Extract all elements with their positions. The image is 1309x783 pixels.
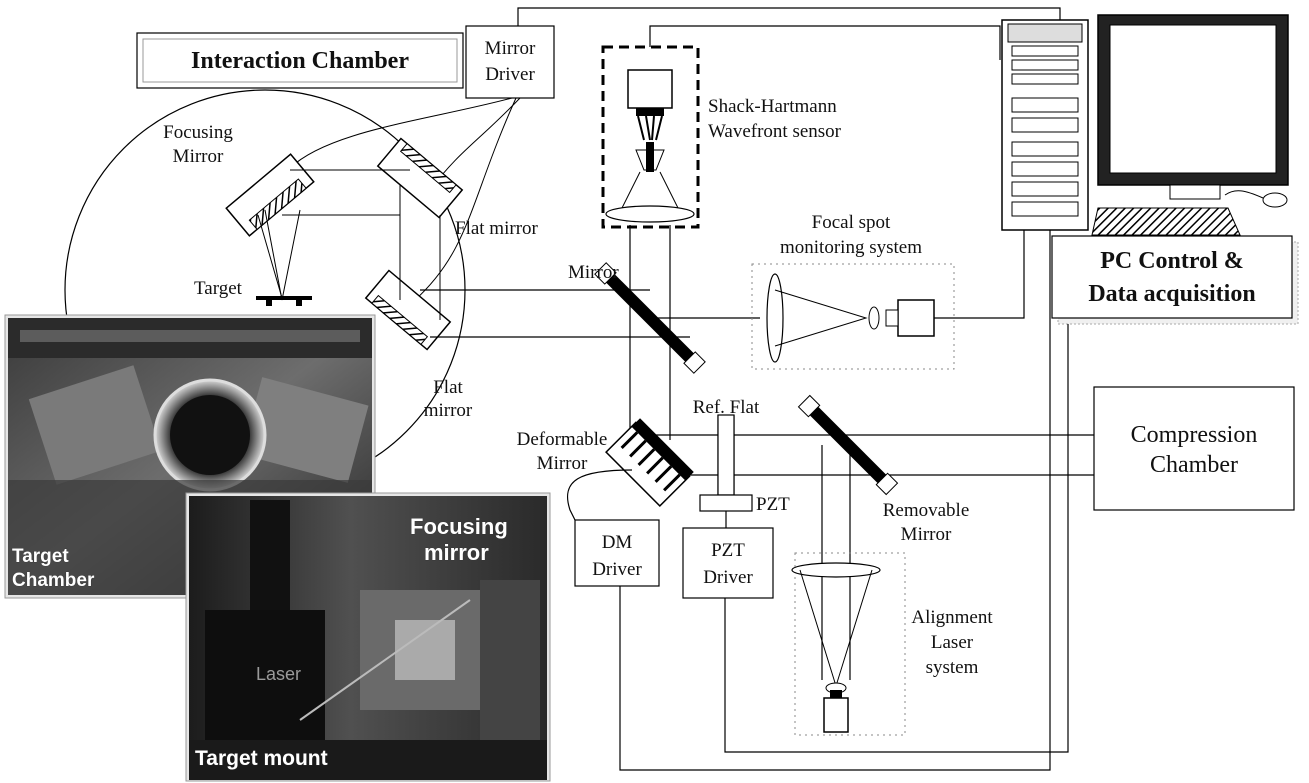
removable-mirror	[797, 394, 899, 496]
flat-mirror-top-label: Flat mirror	[455, 218, 539, 239]
mirror-45	[594, 262, 706, 374]
interaction-chamber-label: Interaction Chamber	[191, 48, 409, 74]
flat-mirror-bottom	[364, 269, 452, 351]
pc-monitor	[1097, 14, 1289, 200]
photo-target-mount-label: Target mount	[195, 747, 328, 770]
photo-focusing-mirror-label-1: Focusing	[410, 514, 508, 539]
photo-target-chamber-label-2: Chamber	[12, 570, 95, 591]
pc-control-box: PC Control & Data acquisition	[1051, 235, 1299, 325]
pc-inner-loop-wire	[724, 324, 1069, 753]
compression-label-2: Chamber	[1150, 452, 1238, 478]
pzt-driver-box: PZT Driver	[682, 527, 774, 599]
mirror-driver-label-2: Driver	[485, 64, 535, 85]
top-loop-wire	[517, 7, 1061, 60]
focal-spot-dotted-box	[751, 263, 955, 370]
deformable-mirror-label-2: Mirror	[537, 453, 588, 474]
photo-laser-label: Laser	[256, 664, 301, 684]
removable-mirror-label-1: Removable	[883, 500, 970, 521]
mirror-driver-label-1: Mirror	[485, 38, 536, 59]
ref-flat-mirror	[717, 414, 735, 496]
flat-mirror-bottom-label-2: mirror	[424, 400, 473, 421]
deformable-mirror	[605, 418, 694, 507]
shack-hartmann-lens	[605, 205, 695, 223]
focal-spot-label-2: monitoring system	[780, 237, 922, 258]
interaction-chamber-box: Interaction Chamber	[136, 32, 464, 89]
pzt-driver-label-1: PZT	[711, 540, 745, 561]
alignment-optics	[791, 562, 881, 733]
target-label: Target	[194, 278, 243, 299]
alignment-dotted-box	[794, 552, 906, 736]
shack-hartmann-label-1: Shack-Hartmann	[708, 96, 837, 117]
flat-mirror-top	[376, 137, 464, 219]
alignment-label-1: Alignment	[911, 607, 993, 628]
pc-control-label-2: Data acquisition	[1088, 281, 1255, 307]
pc-control-label-1: PC Control &	[1100, 248, 1244, 274]
alignment-label-3: system	[926, 657, 979, 678]
focal-to-pc-wire	[934, 200, 1025, 319]
alignment-label-2: Laser	[931, 632, 974, 653]
dm-driver-label-1: DM	[602, 532, 633, 553]
removable-mirror-label-2: Mirror	[901, 524, 952, 545]
focal-spot-optics	[766, 273, 935, 363]
sh-to-pc-wire	[649, 25, 1001, 60]
flat-mirror-bottom-label-1: Flat	[433, 377, 463, 398]
pzt-label: PZT	[756, 494, 790, 515]
pzt-block	[699, 494, 753, 512]
pc-right-loop-wire	[619, 230, 1051, 771]
shack-hartmann-dashed-box	[601, 45, 700, 229]
shack-hartmann-sensor	[619, 69, 681, 213]
photo-focusing-mirror-label-2: mirror	[424, 540, 489, 565]
mirror-driver-box: Mirror Driver	[465, 25, 555, 99]
photo-target-chamber-label-1: Target	[12, 546, 69, 567]
dm-driver-label-2: Driver	[592, 559, 642, 580]
focusing-mirror	[225, 153, 315, 237]
focusing-mirror-label-1: Focusing	[163, 122, 233, 143]
focal-spot-label-1: Focal spot	[812, 212, 891, 233]
mirror-driver-wire-c	[414, 97, 517, 301]
photo-target-mount: Focusing mirror Laser Target mount	[185, 492, 551, 782]
mirror-label: Mirror	[568, 262, 619, 283]
dm-driver-box: DM Driver	[574, 519, 660, 587]
compression-chamber-box: Compression Chamber	[1093, 386, 1295, 511]
deformable-mirror-label-1: Deformable	[517, 429, 608, 450]
dm-driver-wire	[566, 469, 633, 521]
pc-tower	[1001, 19, 1089, 231]
shack-hartmann-label-2: Wavefront sensor	[708, 121, 842, 142]
pc-keyboard	[1091, 190, 1288, 236]
mirror-driver-wire-a	[289, 97, 513, 169]
focusing-mirror-label-2: Mirror	[173, 146, 224, 167]
compression-label-1: Compression	[1131, 422, 1258, 448]
ref-flat-label: Ref. Flat	[693, 397, 760, 418]
target-stand	[256, 296, 312, 306]
pzt-driver-label-2: Driver	[703, 567, 753, 588]
